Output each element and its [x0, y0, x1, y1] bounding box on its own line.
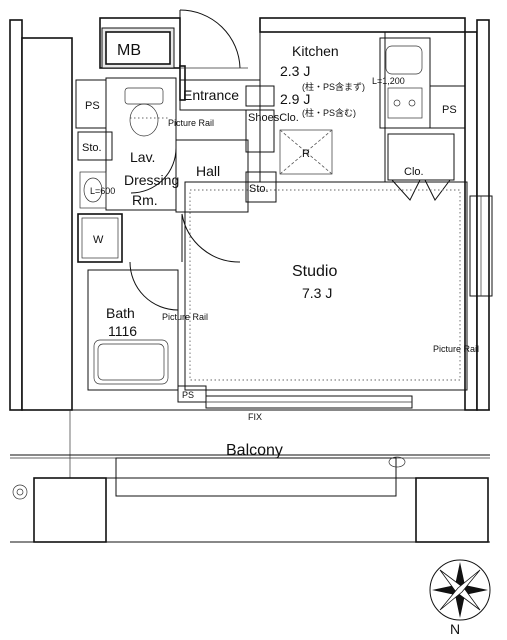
storage-left-label: Sto.: [82, 142, 102, 154]
meter-box: MB: [101, 27, 175, 69]
entrance-label: Entrance: [183, 87, 239, 103]
washer-label: W: [93, 234, 104, 246]
kitchen-label: Kitchen: [292, 43, 339, 59]
lavatory-dressing-room: L=600 Lav. Dressing Rm.: [79, 77, 179, 211]
entrance: Entrance: [179, 79, 275, 111]
lav-label: Lav.: [130, 149, 155, 165]
bottom-window: FIX: [205, 395, 413, 422]
ps-left-label: PS: [85, 100, 100, 112]
ps-left: PS: [75, 79, 107, 129]
balcony-label: Balcony: [226, 442, 283, 459]
fix-label: FIX: [248, 412, 262, 422]
shoes-closet-label: ShoesClo.: [248, 112, 299, 124]
refrigerator-space: R: [279, 129, 333, 175]
studio-label: Studio: [292, 263, 337, 280]
kitchen-area-excl: 2.3 J: [280, 63, 310, 79]
ps-lower-label: PS: [182, 390, 194, 400]
dressing-label: Dressing: [124, 172, 179, 188]
mb-label: MB: [117, 42, 141, 59]
bath-size: 1116: [108, 323, 137, 339]
entrance-door: [179, 9, 248, 69]
shoes-closet: ShoesClo.: [245, 109, 299, 153]
ps-kitchen: PS: [429, 85, 466, 129]
storage-left: Sto.: [77, 131, 113, 161]
kitchen-area-incl-note: (柱・PS含む): [302, 107, 356, 118]
picture-rail-label-lower: Picture Rail: [162, 312, 208, 322]
vanity-length: L=600: [90, 186, 115, 196]
hall-label: Hall: [196, 163, 220, 179]
hall: Hall Sto.: [175, 139, 277, 263]
kitchen-area-incl: 2.9 J: [280, 91, 310, 107]
counter-length: L=1,200: [372, 76, 405, 86]
kitchen-area: Kitchen 2.3 J (柱・PS含まず) 2.9 J (柱・PS含む) L…: [259, 31, 431, 183]
picture-rail-label-right: Picture Rail: [433, 344, 479, 354]
washer-space: W: [77, 213, 123, 263]
picture-rail-label-upper: Picture Rail: [168, 118, 214, 128]
refrigerator-label: R: [302, 148, 310, 160]
bath-label: Bath: [106, 305, 135, 321]
bathroom: Bath 1116: [87, 261, 179, 391]
balcony: Balcony: [10, 410, 490, 543]
north-label: N: [450, 621, 460, 637]
north-compass: N: [429, 559, 491, 637]
ps-label: PS: [442, 104, 457, 116]
rm-label: Rm.: [132, 192, 158, 208]
kitchen-area-excl-note: (柱・PS含まず): [302, 81, 365, 92]
studio: Studio 7.3 J: [184, 181, 493, 391]
studio-area: 7.3 J: [302, 285, 332, 301]
closet: Clo.: [387, 133, 455, 201]
storage-hall-label: Sto.: [249, 183, 269, 195]
closet-label: Clo.: [404, 166, 424, 178]
